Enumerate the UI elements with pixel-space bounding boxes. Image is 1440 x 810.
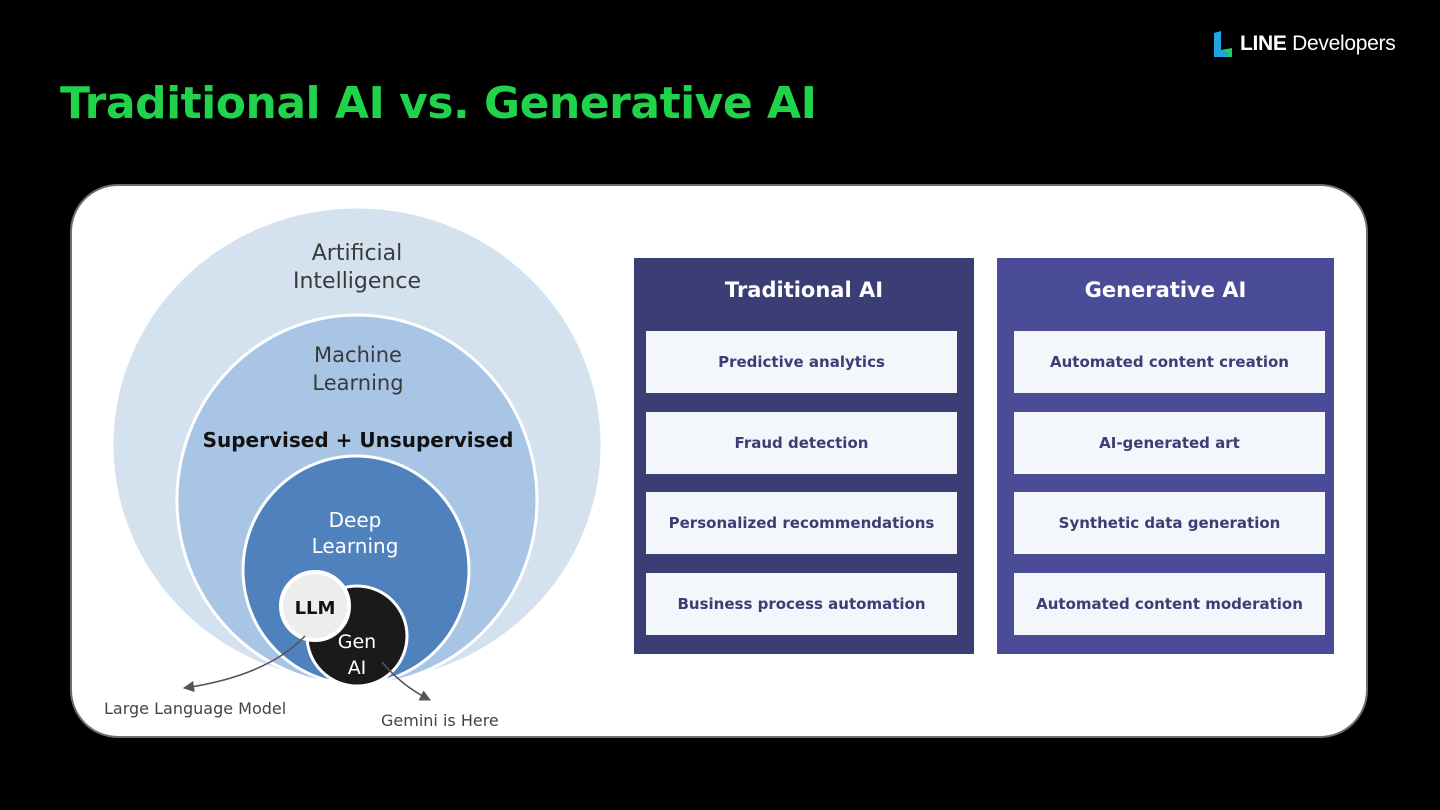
genai-callout-arrow [381, 661, 432, 701]
dl-label-line2: Learning [312, 534, 399, 558]
llm-label: LLM [295, 598, 336, 619]
brand-name-rest: Developers [1286, 32, 1396, 55]
brand: LINE Developers [1212, 30, 1396, 58]
generative-item: Automated content creation [1014, 331, 1325, 393]
traditional-item: Fraud detection [646, 412, 957, 474]
slide-title: Traditional AI vs. Generative AI [60, 78, 817, 129]
dl-label-line1: Deep [329, 508, 382, 532]
ai-label-line1: Artificial [312, 241, 403, 266]
genai-label-line1: Gen [338, 631, 376, 653]
ml-label-line2: Learning [312, 371, 403, 395]
generative-item: AI-generated art [1014, 412, 1325, 474]
ai-venn-diagram: Artificial Intelligence Machine Learning… [104, 205, 604, 730]
traditional-ai-heading: Traditional AI [724, 278, 884, 302]
traditional-ai-column: Traditional AI Predictive analytics Frau… [634, 258, 974, 654]
genai-label-line2: AI [348, 657, 367, 679]
brand-name: LINE Developers [1240, 32, 1396, 56]
brand-name-bold: LINE [1240, 32, 1287, 55]
traditional-item: Business process automation [646, 573, 957, 635]
ai-label-line2: Intelligence [293, 269, 421, 294]
ml-label-line1: Machine [314, 343, 402, 367]
traditional-item: Predictive analytics [646, 331, 957, 393]
genai-callout-label: Gemini is Here [381, 711, 499, 730]
traditional-item: Personalized recommendations [646, 492, 957, 554]
llm-circle [279, 570, 351, 642]
generative-ai-column: Generative AI Automated content creation… [997, 258, 1334, 654]
generative-item: Synthetic data generation [1014, 492, 1325, 554]
comparison-table: Traditional AI Predictive analytics Frau… [634, 258, 1334, 654]
llm-callout-arrow [182, 635, 306, 693]
ml-sublabel: Supervised + Unsupervised [203, 428, 514, 452]
generative-ai-heading: Generative AI [1084, 278, 1247, 302]
llm-callout-label: Large Language Model [104, 699, 286, 718]
generative-item: Automated content moderation [1014, 573, 1325, 635]
line-logo-icon [1214, 31, 1232, 57]
